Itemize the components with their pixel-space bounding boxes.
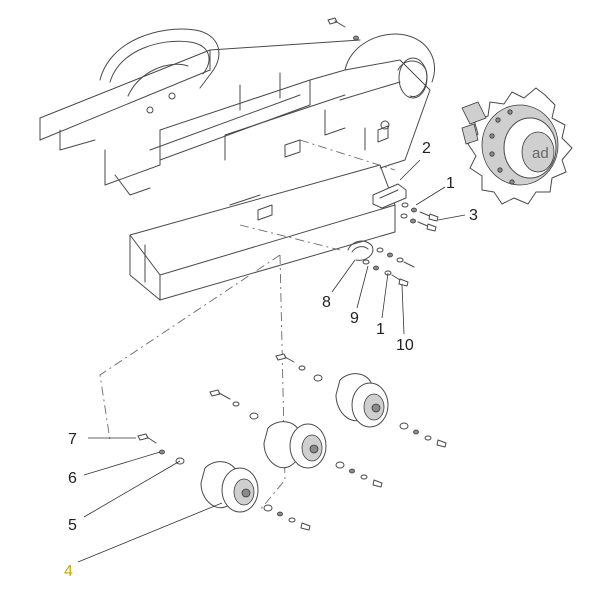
callout-8: 8 [322, 294, 331, 311]
callout-10: 10 [396, 337, 414, 354]
leader-lines [77, 159, 466, 563]
callout-3: 3 [469, 207, 478, 224]
phantom-lines [99, 139, 396, 511]
callout-2: 2 [422, 140, 431, 157]
callout-6: 6 [68, 470, 77, 487]
callout-9: 9 [350, 310, 359, 327]
track-roller-lower [137, 433, 311, 531]
track-frame [39, 28, 435, 301]
callout-labels: 1 2 3 8 9 1 10 7 6 5 4 [64, 140, 478, 580]
guard-plate-assembly [327, 17, 439, 232]
track-roller-middle [209, 389, 383, 488]
clip-fastener-group [347, 240, 415, 287]
housing-lettering: ad [532, 145, 549, 162]
callout-4: 4 [64, 563, 73, 580]
track-roller-upper [275, 353, 447, 448]
callout-1a: 1 [446, 175, 455, 192]
callout-7: 7 [68, 431, 77, 448]
callout-5: 5 [68, 517, 77, 534]
final-drive-sprocket: ad [461, 87, 573, 205]
callout-1b: 1 [376, 321, 385, 338]
